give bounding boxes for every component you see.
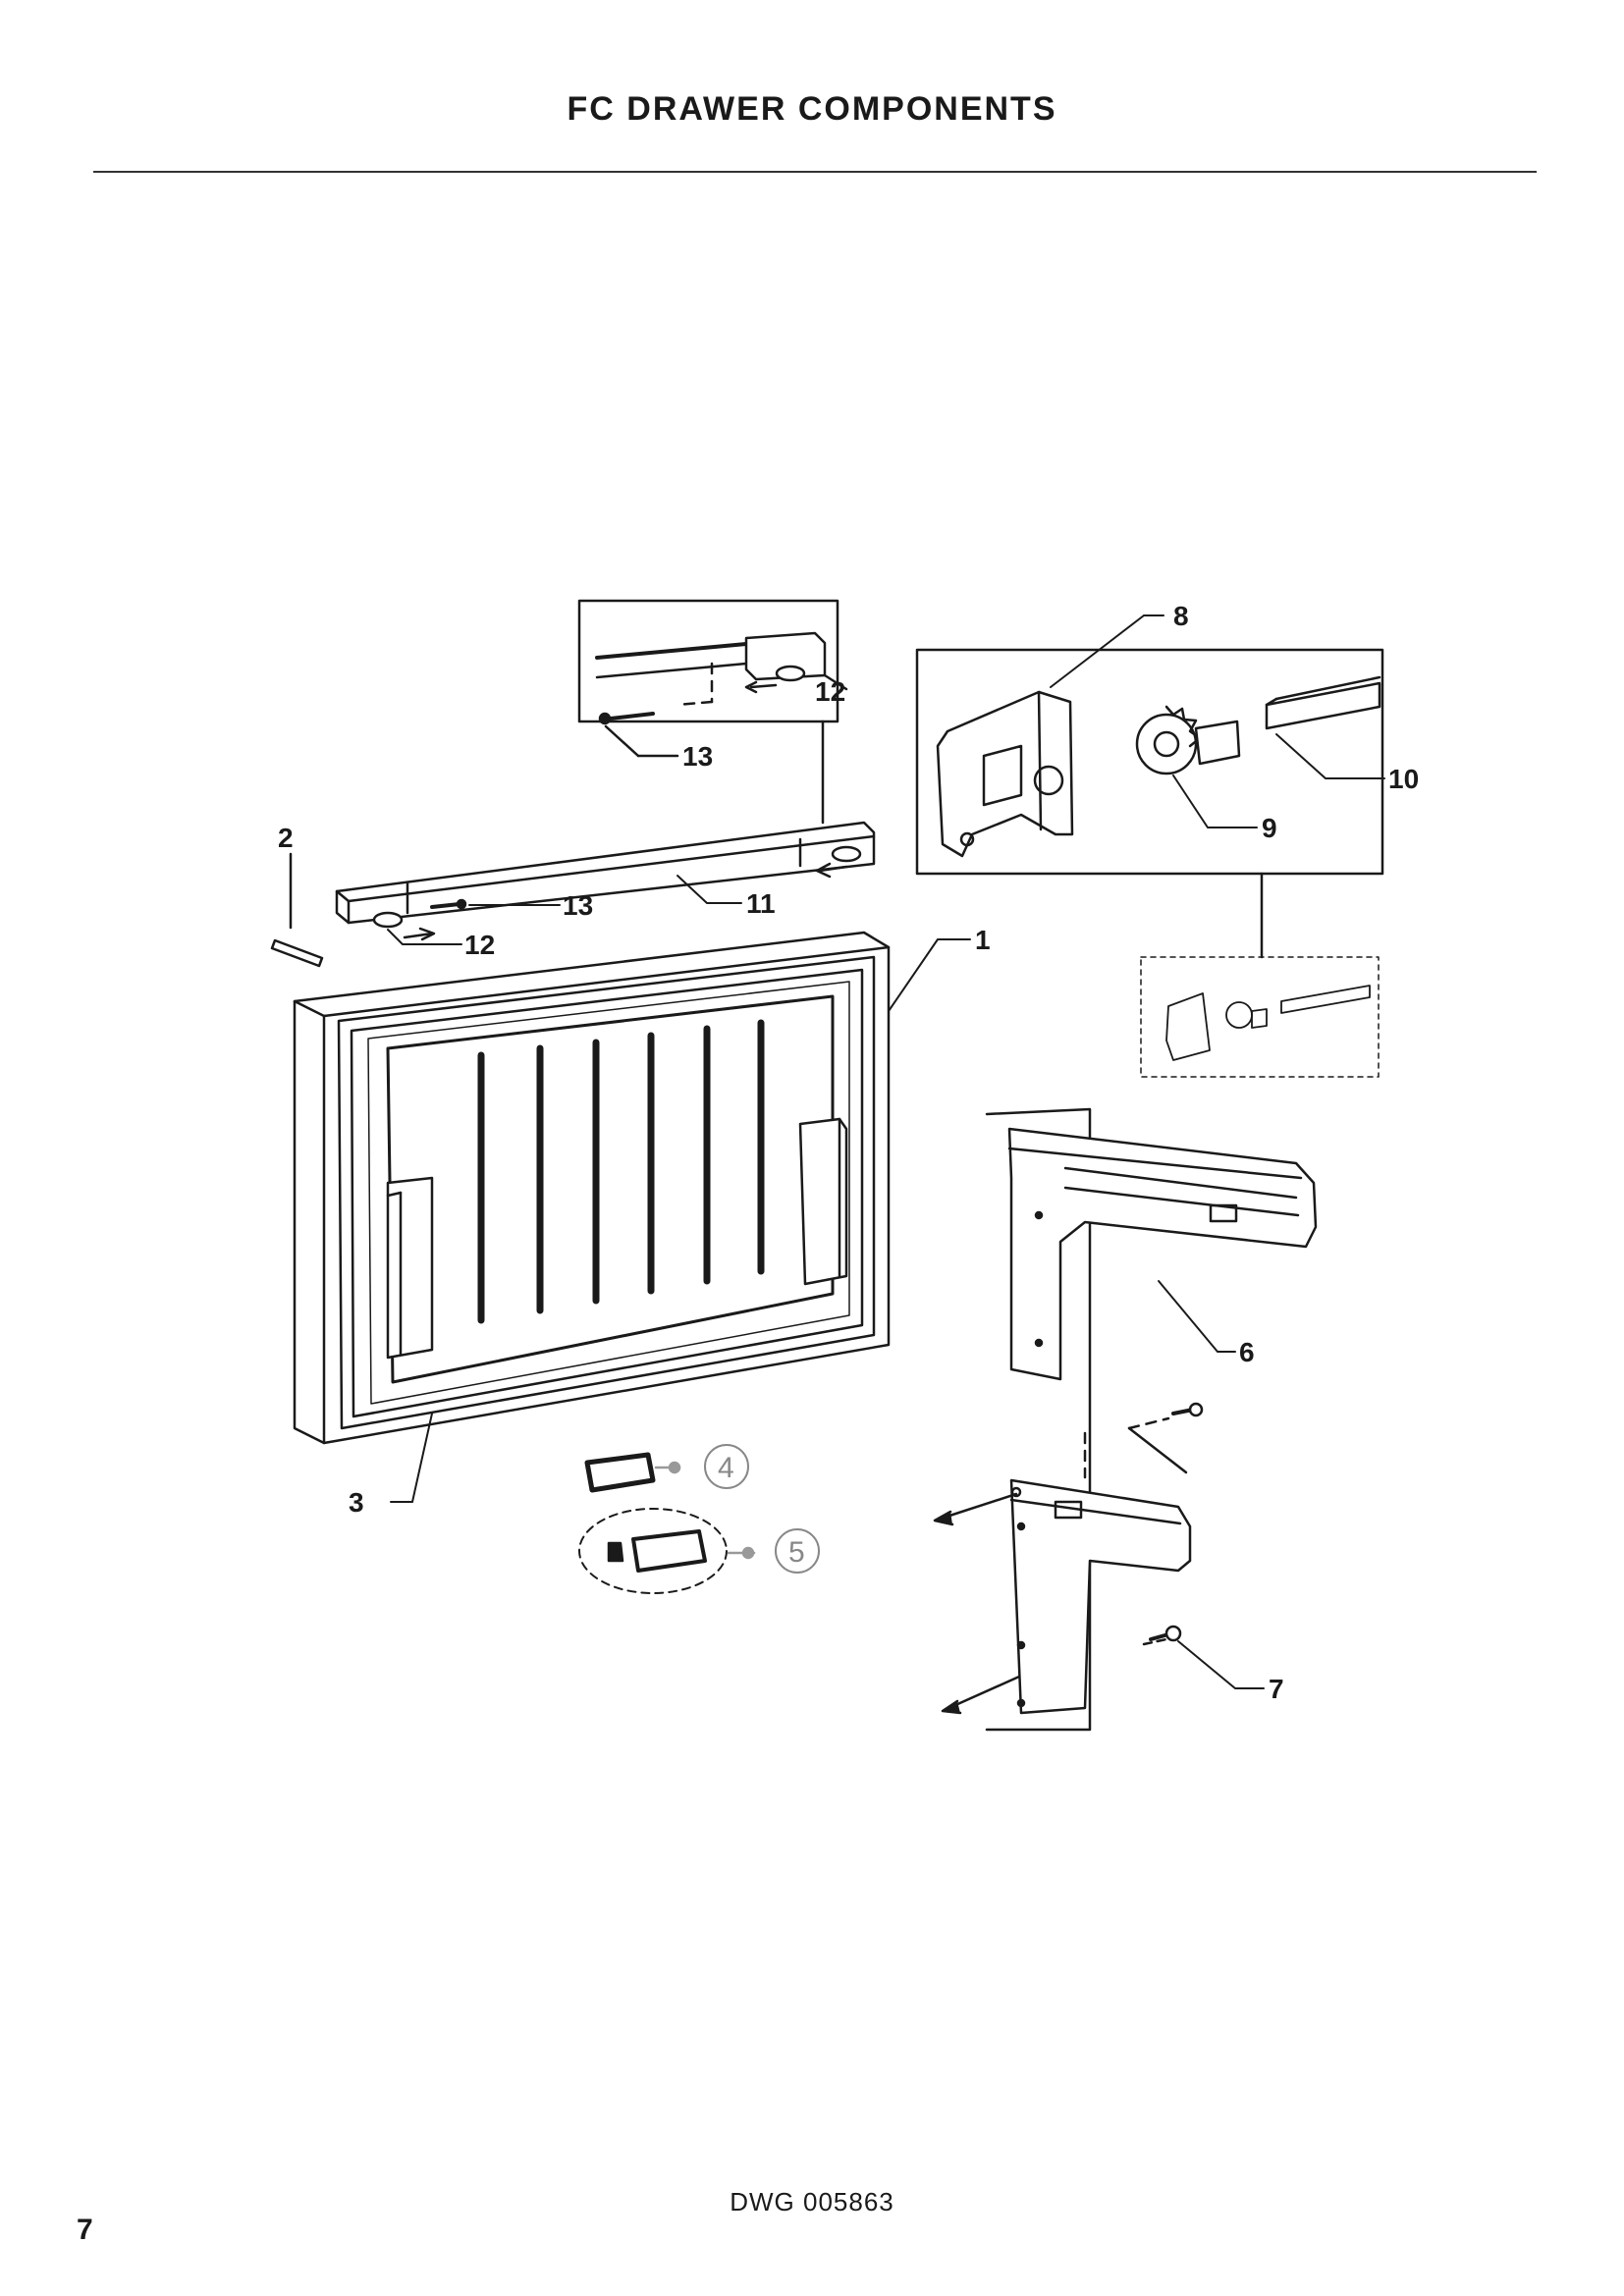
title-divider	[93, 171, 1537, 173]
page-title: FC DRAWER COMPONENTS	[567, 90, 1057, 128]
page-number: 7	[77, 2214, 93, 2246]
callout-leaders	[387, 614, 1385, 1689]
rail-detail-inset	[577, 599, 848, 758]
drawer-door	[293, 931, 891, 1445]
callout-11: 11	[746, 888, 776, 919]
drawer-rail	[335, 821, 876, 941]
callout-1: 1	[975, 925, 991, 955]
callout-3: 3	[349, 1487, 364, 1518]
callout-9: 9	[1262, 813, 1277, 843]
callout-12-top: 12	[815, 676, 845, 707]
callout-12-bottom: 12	[464, 930, 495, 960]
callout-4: 4	[718, 1452, 734, 1484]
seal-part	[584, 1444, 749, 1493]
magnet-part	[578, 1508, 820, 1594]
callout-13-top: 13	[682, 741, 713, 772]
drawer-pin	[270, 852, 324, 968]
gear-detail-inset	[915, 648, 1384, 876]
callout-13-bottom: 13	[563, 890, 593, 921]
slide-bracket-assembly	[933, 1107, 1318, 1732]
callout-2: 2	[278, 823, 294, 853]
callout-7: 7	[1269, 1674, 1284, 1704]
callout-10: 10	[1388, 764, 1419, 794]
callout-8: 8	[1173, 601, 1189, 631]
drawing-number: DWG 005863	[730, 2187, 894, 2216]
callout-6: 6	[1239, 1337, 1255, 1367]
gear-assembly-thumbnail	[1140, 956, 1380, 1078]
callout-5: 5	[788, 1536, 805, 1569]
